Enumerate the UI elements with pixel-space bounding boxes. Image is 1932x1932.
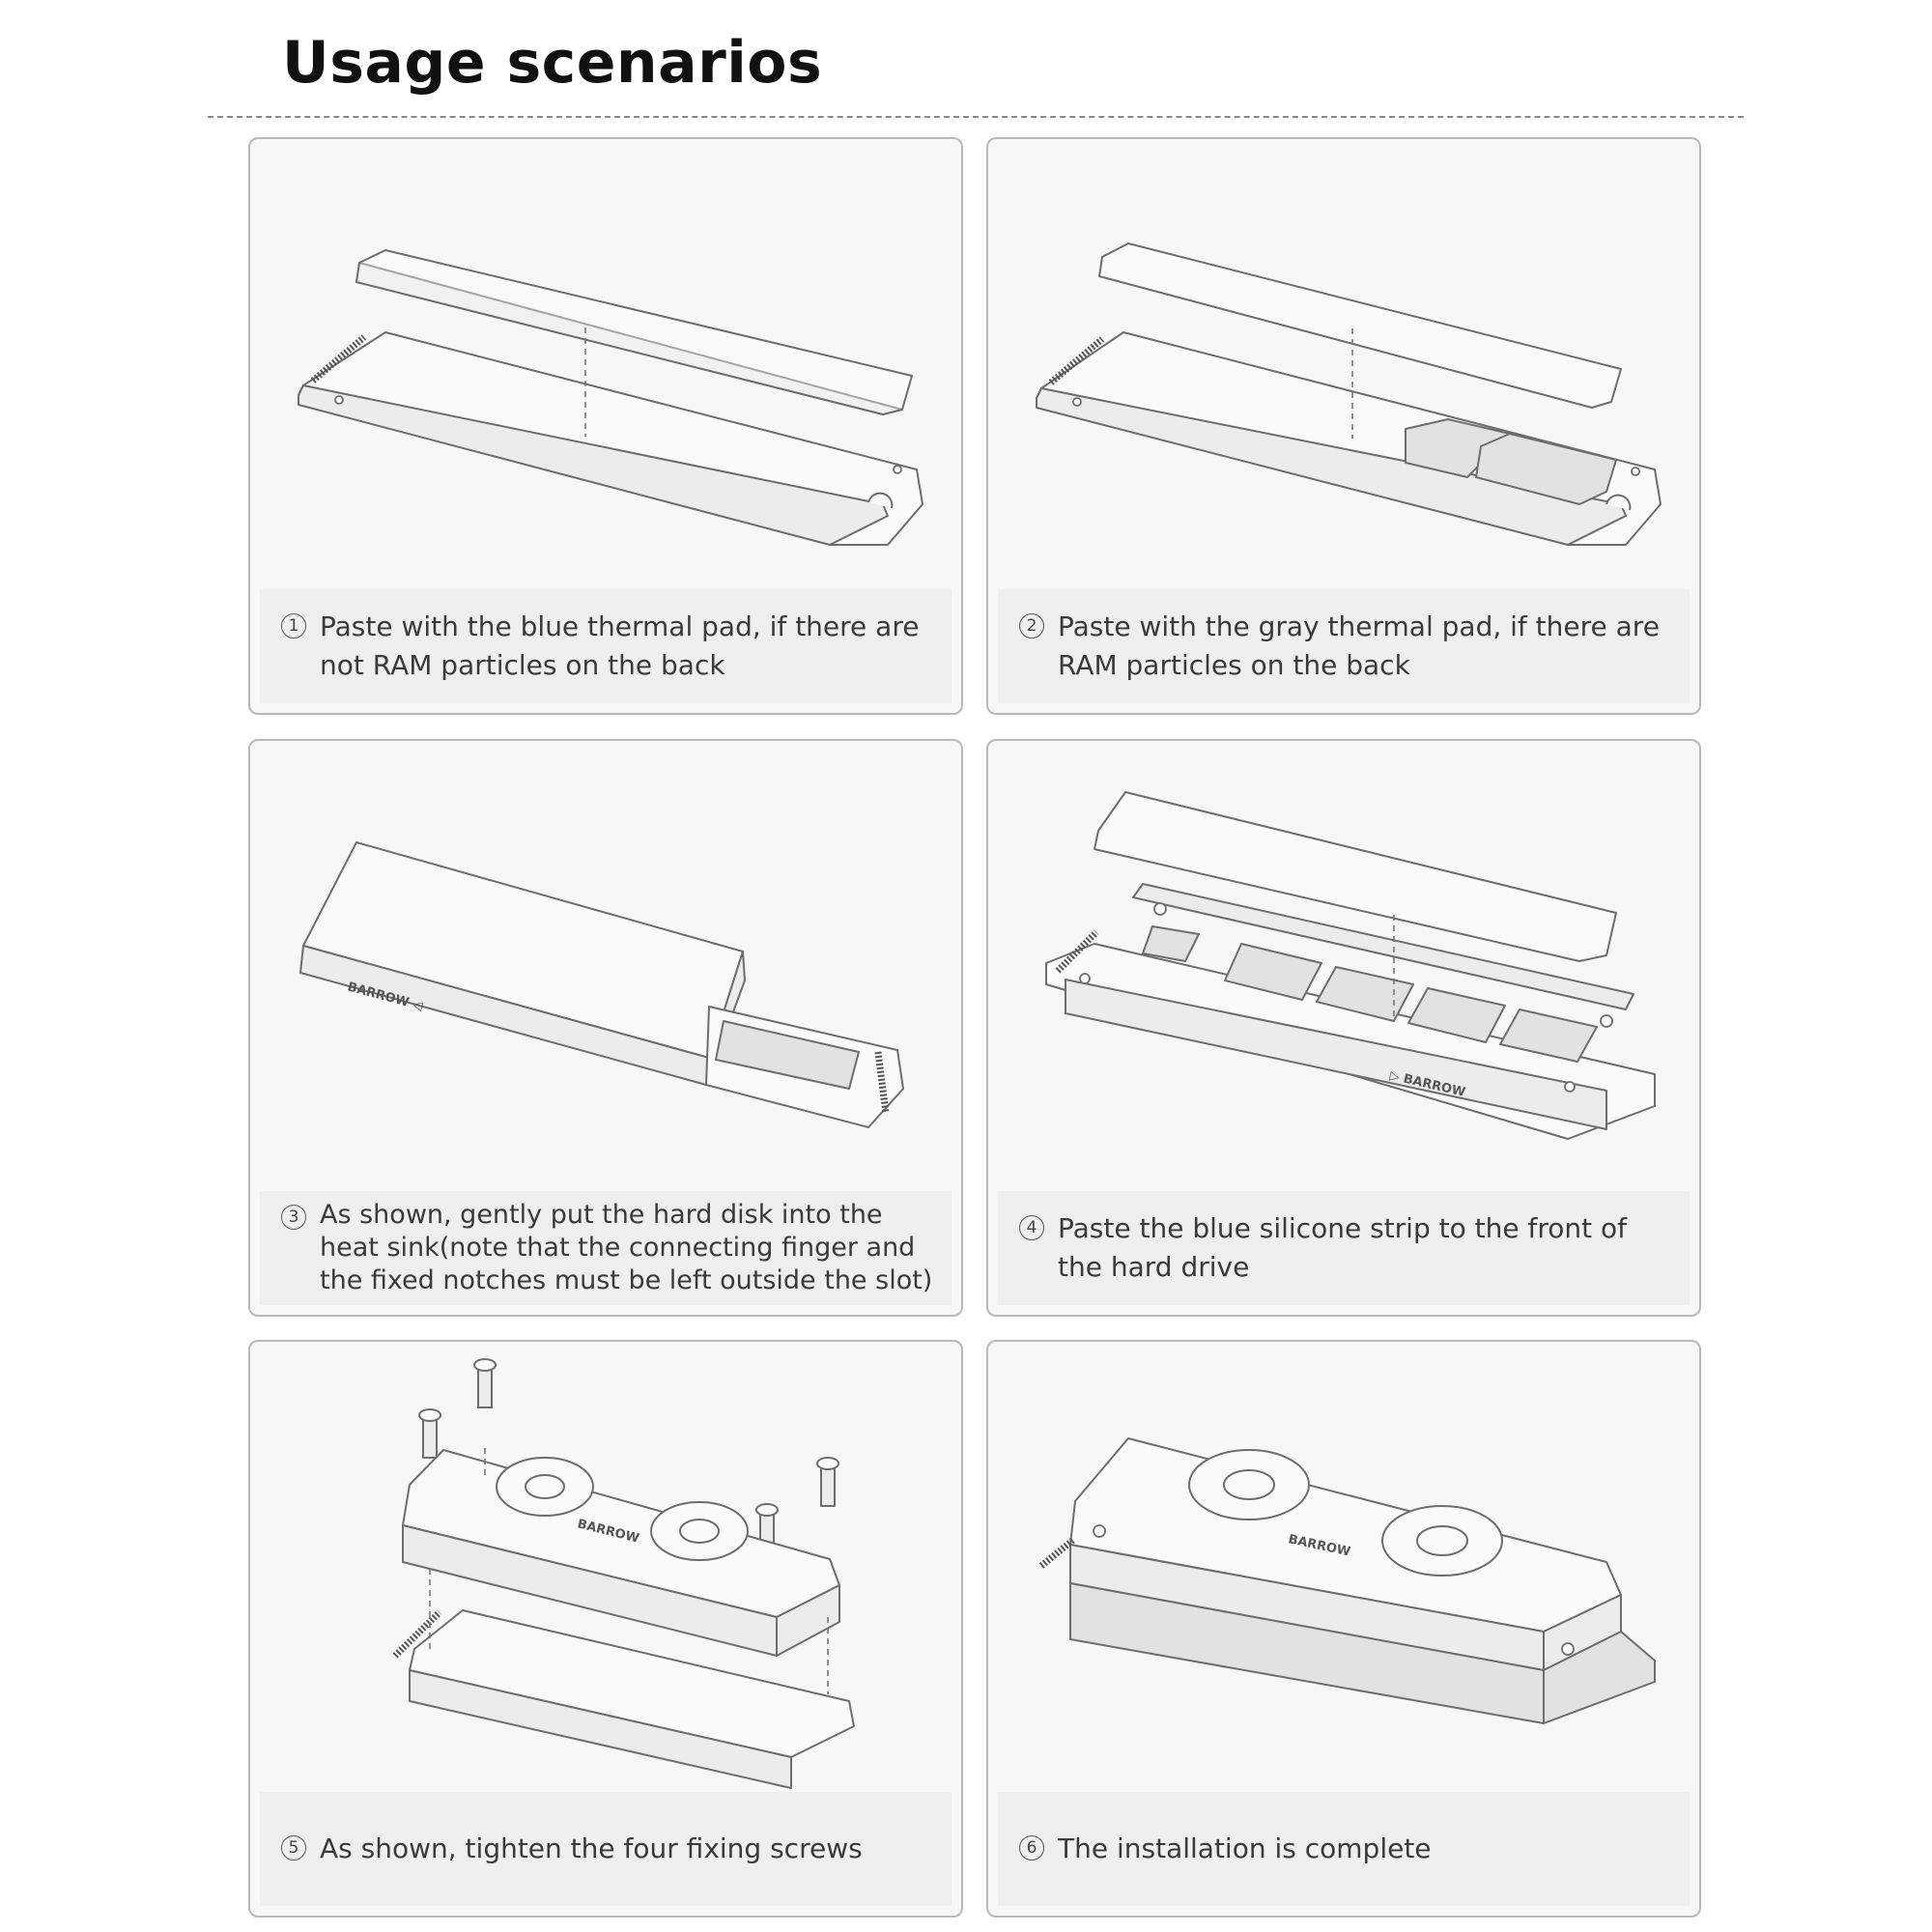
page-title: Usage scenarios (282, 29, 823, 97)
heatsink-silicone-strip-illustration: ▷ BARROW (1045, 791, 1656, 1140)
step-text-1: Paste with the blue thermal pad, if ther… (320, 611, 920, 681)
step-card-4: ▷ BARROW 4 Paste the blue silicone strip… (986, 739, 1701, 1317)
step-caption-4: 4 Paste the blue silicone strip to the f… (998, 1191, 1690, 1305)
step-text-2: Paste with the gray thermal pad, if ther… (1058, 611, 1660, 681)
step-number-2: 2 (1019, 613, 1044, 639)
step-number-3: 3 (281, 1205, 306, 1230)
step-caption-6: 6 The installation is complete (998, 1792, 1690, 1906)
step-number-6: 6 (1019, 1835, 1044, 1861)
step-text-3: As shown, gently put the hard disk into … (320, 1200, 933, 1295)
step-card-1: 1 Paste with the blue thermal pad, if th… (248, 137, 963, 715)
ssd-heatsink-slide-illustration: BARROW ◁ (299, 841, 904, 1128)
ssd-thermal-pad-ram-illustration (1036, 242, 1662, 546)
ssd-thermal-pad-illustration (298, 249, 923, 546)
step-card-5: BARROW 5 As shown, tighten the four fixi… (248, 1340, 963, 1918)
step-number-5: 5 (281, 1835, 306, 1861)
step-card-2: 2 Paste with the gray thermal pad, if th… (986, 137, 1701, 715)
step-text-6: The installation is complete (1058, 1833, 1432, 1864)
step-caption-1: 1 Paste with the blue thermal pad, if th… (260, 589, 952, 703)
step-card-3: BARROW ◁ 3 As shown, gently put the hard… (248, 739, 963, 1317)
step-text-4: Paste the blue silicone strip to the fro… (1058, 1212, 1627, 1283)
fixing-screws-illustration: BARROW (392, 1358, 855, 1789)
step-card-6: BARROW 6 The installation is complete (986, 1340, 1701, 1918)
step-number-4: 4 (1019, 1215, 1044, 1240)
step-caption-5: 5 As shown, tighten the four fixing scre… (260, 1792, 952, 1906)
title-divider (208, 116, 1744, 118)
assembled-fan-heatsink-illustration: BARROW (1038, 1437, 1656, 1724)
step-text-5: As shown, tighten the four fixing screws (320, 1833, 863, 1864)
step-caption-3: 3 As shown, gently put the hard disk int… (260, 1191, 952, 1305)
step-number-1: 1 (281, 613, 306, 639)
step-caption-2: 2 Paste with the gray thermal pad, if th… (998, 589, 1690, 703)
